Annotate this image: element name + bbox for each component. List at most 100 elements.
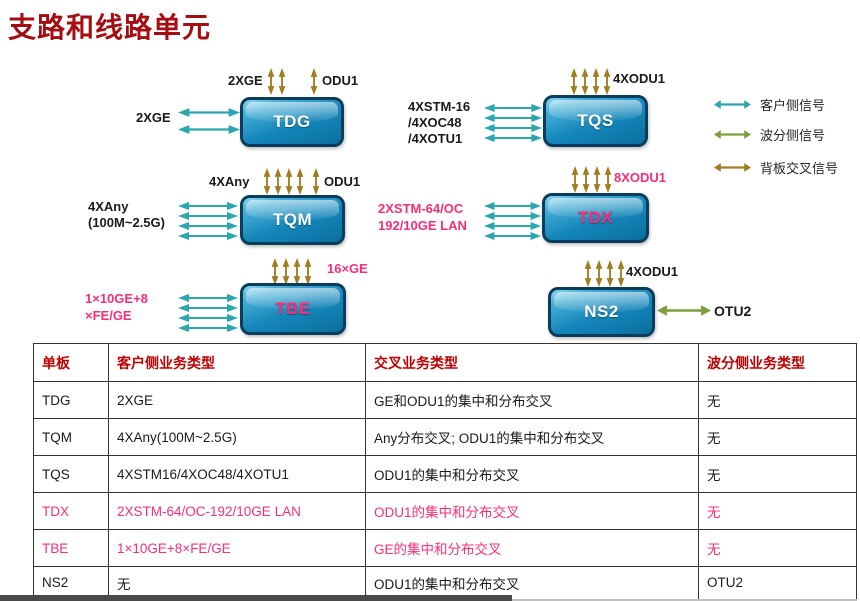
- backplane-arrow-icon: [293, 258, 301, 285]
- client-arrow-icon: [178, 323, 238, 333]
- tbe-backplane-arrows: [271, 258, 312, 285]
- tqs-backplane-arrows: [570, 68, 611, 95]
- client-arrow-icon: [178, 124, 240, 135]
- board-tbe-label: TBE: [275, 299, 311, 318]
- tdg-odu1-label: ODU1: [322, 73, 359, 88]
- tqs-top-label: 4XODU1: [613, 71, 666, 86]
- board-ns2: NS2: [548, 287, 655, 337]
- cell-board: TQS: [33, 455, 109, 493]
- board-tdg: TDG: [240, 97, 344, 147]
- client-arrow-icon: [484, 201, 541, 211]
- cell-wdm: 无: [698, 381, 857, 419]
- backplane-arrow-icon: [617, 260, 625, 287]
- cell-client: 1×10GE+8×FE/GE: [108, 529, 366, 567]
- client-arrow-icon: [484, 113, 542, 123]
- tqm-left-line1: 4XAny: [88, 199, 129, 214]
- board-ns2-label: NS2: [584, 302, 619, 321]
- cell-cross: GE和ODU1的集中和分布交叉: [365, 381, 699, 419]
- tdx-left-line1: 2XSTM-64/OC: [378, 201, 464, 216]
- backplane-arrow-icon: [263, 168, 271, 195]
- slide-bottom-edge: [0, 595, 512, 601]
- table-row: TQS 4XSTM16/4XOC48/4XOTU1 ODU1的集中和分布交叉 无: [33, 455, 857, 493]
- cell-wdm: OTU2: [698, 566, 857, 601]
- cell-board: TBE: [33, 529, 109, 567]
- cell-wdm: 无: [698, 418, 857, 456]
- page-title: 支路和线路单元: [8, 12, 212, 43]
- cell-wdm: 无: [698, 529, 857, 567]
- client-arrow-icon: [178, 293, 238, 303]
- tqs-client-arrows: [484, 103, 542, 143]
- tbe-top-label: 16×GE: [327, 261, 368, 276]
- tqs-left-line2: /4XOC48: [408, 115, 462, 130]
- tqm-left-line2: (100M~2.5G): [88, 215, 165, 230]
- board-tdx: TDX: [542, 193, 649, 243]
- col-header-board: 单板: [33, 343, 109, 382]
- cell-board: TQM: [33, 418, 109, 456]
- tdg-backplane-arrows: [267, 68, 286, 95]
- table-row: TQM 4XAny(100M~2.5G) Any分布交叉; ODU1的集中和分布…: [33, 418, 857, 456]
- client-arrow-icon: [178, 107, 240, 118]
- client-arrow-icon: [484, 133, 542, 143]
- board-tqm: TQM: [240, 195, 345, 245]
- legend-client-label: 客户侧信号: [760, 98, 826, 113]
- client-arrow-icon: [178, 221, 238, 231]
- cell-client: 4XSTM16/4XOC48/4XOTU1: [108, 455, 366, 493]
- ns2-top-label: 4XODU1: [626, 264, 679, 279]
- ns2-backplane-arrows: [584, 260, 625, 287]
- table-row: TBE 1×10GE+8×FE/GE GE的集中和分布交叉 无: [33, 529, 857, 567]
- tqm-left-label: 4XAny (100M~2.5G): [88, 199, 165, 231]
- legend-wdm: 波分侧信号: [714, 125, 838, 144]
- backplane-arrow-icon: [603, 68, 611, 95]
- client-arrow-icon: [484, 231, 541, 241]
- cell-cross: ODU1的集中和分布交叉: [365, 492, 699, 530]
- tdx-left-label: 2XSTM-64/OC 192/10GE LAN: [378, 200, 467, 234]
- col-header-wdm: 波分侧业务类型: [698, 343, 857, 382]
- legend-backplane-label: 背板交叉信号: [760, 161, 839, 176]
- tdx-client-arrows: [484, 201, 541, 241]
- cell-client: 2XGE: [108, 381, 366, 419]
- backplane-arrow-icon: [570, 68, 578, 95]
- client-arrow-icon: [714, 99, 751, 110]
- cell-wdm: 无: [698, 455, 857, 493]
- client-arrow-icon: [484, 123, 542, 133]
- backplane-arrow-icon: [304, 258, 312, 285]
- col-header-cross: 交叉业务类型: [365, 343, 699, 382]
- tdx-backplane-arrows: [571, 166, 612, 193]
- backplane-arrow-icon: [282, 258, 290, 285]
- tbe-left-line1: 1×10GE+8: [85, 291, 148, 306]
- backplane-arrow-icon: [595, 260, 603, 287]
- client-arrow-icon: [484, 211, 541, 221]
- tqs-left-line1: 4XSTM-16: [408, 99, 471, 114]
- board-tqs-label: TQS: [577, 111, 614, 130]
- tqm-client-arrows: [178, 201, 238, 241]
- cell-cross: GE的集中和分布交叉: [365, 529, 699, 567]
- cell-board: TDG: [33, 381, 109, 419]
- client-arrow-icon: [484, 221, 541, 231]
- client-arrow-icon: [178, 313, 238, 323]
- cell-client: 2XSTM-64/OC-192/10GE LAN: [108, 492, 366, 530]
- client-arrow-icon: [178, 211, 238, 221]
- board-tqm-label: TQM: [272, 210, 313, 229]
- backplane-arrow-icon: [714, 162, 751, 173]
- cell-cross: Any分布交叉; ODU1的集中和分布交叉: [365, 418, 699, 456]
- backplane-arrow-icon: [310, 68, 318, 95]
- ns2-wdm-arrow: [657, 304, 711, 317]
- backplane-arrow-icon: [593, 166, 601, 193]
- cell-wdm: 无: [698, 492, 857, 530]
- board-tbe: TBE: [240, 283, 346, 335]
- tbe-left-label: 1×10GE+8 ×FE/GE: [85, 290, 148, 324]
- backplane-arrow-icon: [584, 260, 592, 287]
- backplane-arrow-icon: [582, 166, 590, 193]
- backplane-arrow-icon: [604, 166, 612, 193]
- tqm-odu1-arrow: [312, 168, 320, 195]
- backplane-arrow-icon: [581, 68, 589, 95]
- backplane-arrow-icon: [571, 166, 579, 193]
- backplane-arrow-icon: [606, 260, 614, 287]
- cell-cross: ODU1的集中和分布交叉: [365, 455, 699, 493]
- client-arrow-icon: [178, 303, 238, 313]
- cell-board: NS2: [33, 566, 109, 601]
- wdm-arrow-icon: [714, 129, 751, 140]
- client-arrow-icon: [178, 201, 238, 211]
- tbe-client-arrows: [178, 293, 238, 333]
